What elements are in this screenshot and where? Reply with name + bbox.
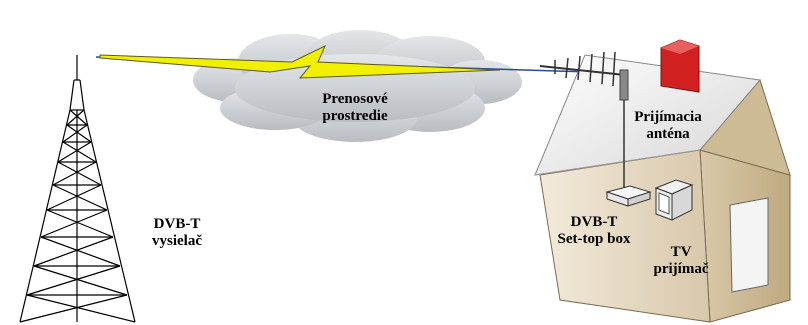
transmitter-label-line1: DVB-T [142,216,212,233]
set-top-box-label: DVB-T Set-top box [548,214,640,248]
antenna-label: Prijímacia anténa [628,109,708,143]
antenna-label-line1: Prijímacia [628,109,708,126]
medium-label: Prenosové prostredie [305,91,405,125]
tv-label-line1: TV [645,244,717,261]
cloud-shape [193,30,522,142]
medium-label-line1: Prenosové [305,91,405,108]
transmitter-label: DVB-T vysielač [142,216,212,250]
antenna-label-line2: anténa [628,126,708,143]
medium-label-line2: prostredie [305,108,405,125]
set-top-box-label-line1: DVB-T [548,214,640,231]
tv-label: TV prijímač [645,244,717,278]
tv-label-line2: prijímač [645,261,717,278]
set-top-box-label-line2: Set-top box [548,231,640,248]
house-icon [535,40,790,322]
transmitter-tower-icon [20,55,135,322]
transmitter-label-line2: vysielač [142,233,212,250]
